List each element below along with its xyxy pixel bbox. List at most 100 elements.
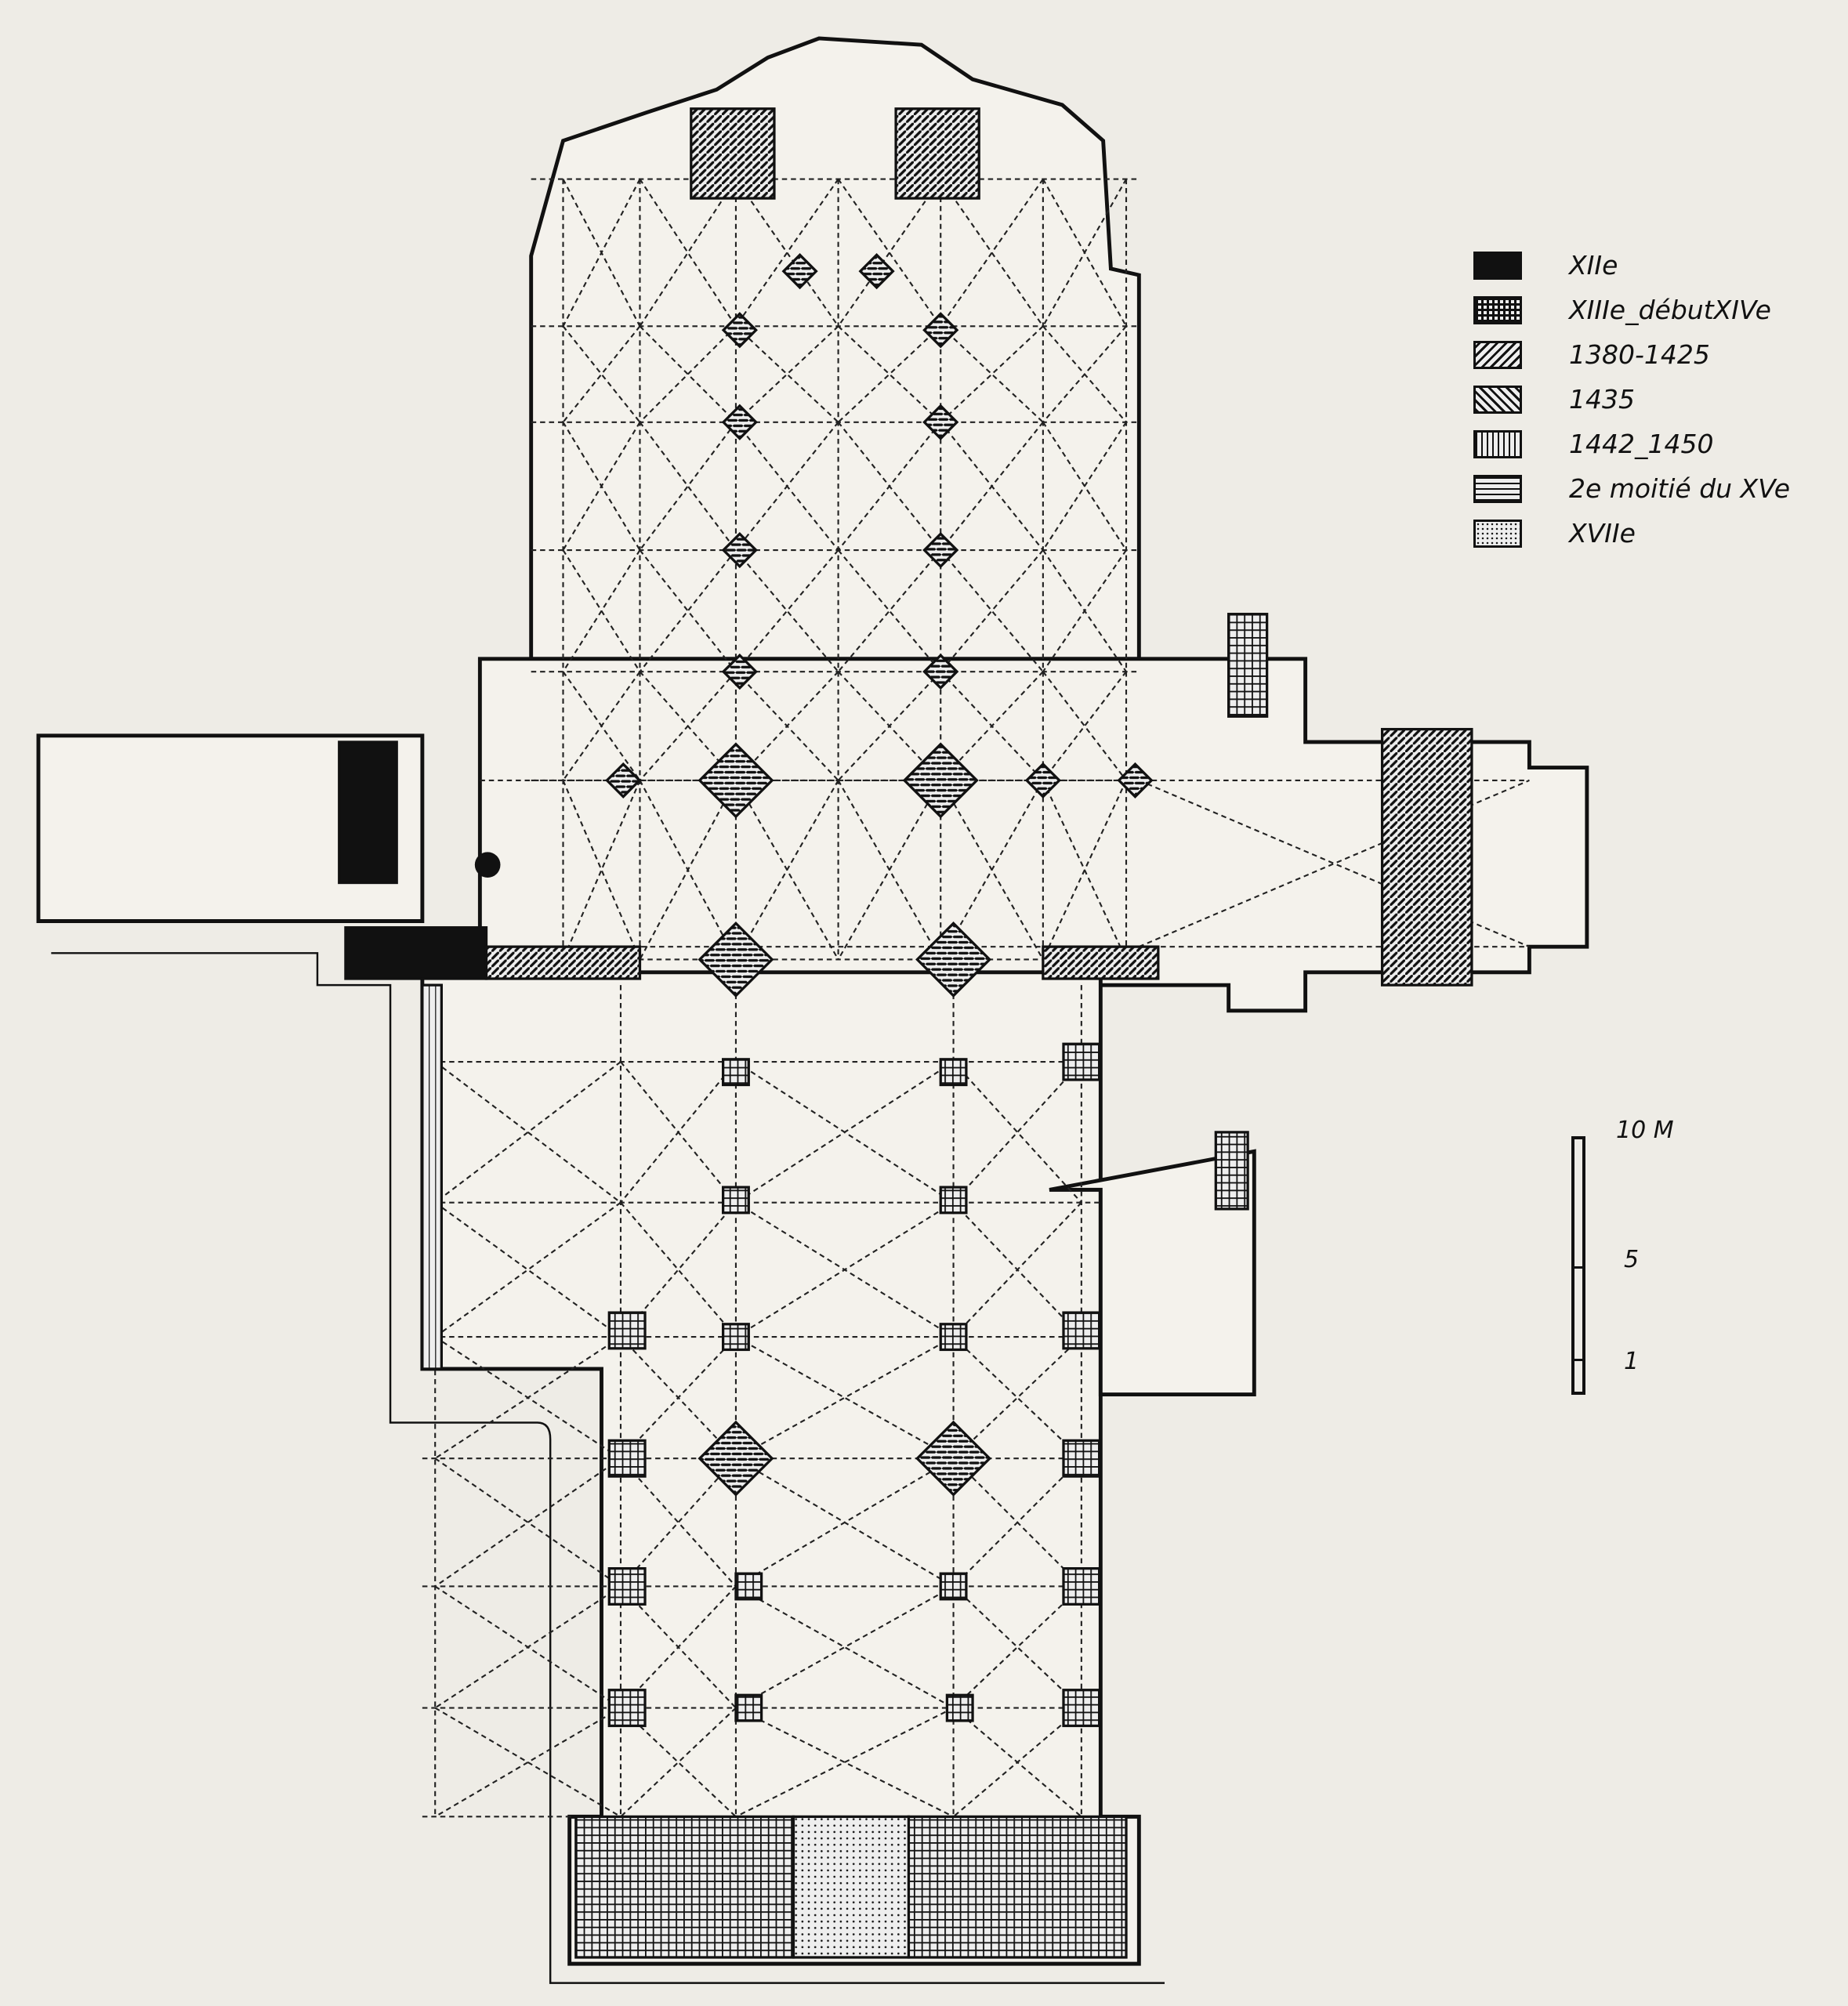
rib-line [837, 422, 942, 551]
pier [607, 1567, 647, 1606]
piers [474, 253, 1154, 1728]
apse-chapel-1 [690, 107, 776, 200]
scale-tick-1 [1574, 1359, 1582, 1361]
rib-line [952, 1201, 1082, 1338]
rib-line [434, 1061, 621, 1204]
west-portal-dotted [792, 1815, 911, 1959]
rib-line [735, 1336, 955, 1460]
nave [420, 970, 1141, 1966]
legend-swatch-horizontal [1473, 474, 1522, 503]
rib-line [735, 325, 839, 423]
rib-line [1042, 780, 1127, 960]
north-porch-tower-xii [338, 740, 398, 885]
rib-line [1042, 325, 1127, 423]
rib-line [735, 780, 839, 961]
rib-line [639, 671, 737, 781]
legend-swatch-solid [1473, 251, 1522, 280]
legend-swatch-vertical [1473, 429, 1522, 458]
rib-line [940, 671, 1044, 781]
rib-line [1042, 671, 1127, 781]
rib-line [735, 422, 839, 551]
pier [607, 1311, 647, 1350]
rib-line [735, 1336, 955, 1460]
scale-label-10m: 10 M [1616, 1117, 1674, 1144]
pier [922, 404, 959, 440]
rib-line [735, 178, 839, 327]
choir-apse [529, 36, 1141, 661]
south-chapel-grid [1214, 1131, 1249, 1211]
rib-line [940, 325, 1044, 423]
legend-label: 1380-1425 [1569, 339, 1710, 370]
rib-line [952, 1585, 1082, 1709]
rib-line [620, 1336, 737, 1459]
rib-line [735, 1457, 955, 1588]
pier [721, 654, 758, 690]
rib-line [837, 325, 941, 423]
legend-item: 1380-1425 [1473, 332, 1790, 377]
pier [721, 404, 758, 440]
scale-bar [1571, 1136, 1585, 1395]
rib-line [639, 178, 737, 327]
pier [915, 922, 992, 998]
west-facade-grid-2 [907, 1815, 1128, 1959]
rib-line [952, 1585, 1082, 1709]
rib-line [562, 179, 641, 327]
pier [939, 1323, 968, 1352]
pier [721, 1058, 750, 1087]
rib-line [562, 780, 641, 960]
west-facade-grid [574, 1815, 795, 1959]
rib-line [434, 1457, 621, 1588]
rib-line [940, 178, 1044, 327]
pier [734, 1572, 763, 1601]
rib-line [952, 1061, 1082, 1204]
pier [922, 654, 959, 690]
pier [698, 742, 774, 819]
hatched-masses [338, 107, 1473, 1959]
legend-label: XIIe [1569, 250, 1618, 281]
pier [945, 1693, 974, 1722]
rib-line [837, 780, 942, 961]
pier [922, 531, 959, 569]
transept-crossing-hatch-1 [484, 945, 642, 980]
enclosure-line [51, 952, 1165, 1984]
rib-line [434, 1201, 621, 1338]
scale-label-1: 1 [1624, 1348, 1640, 1375]
rib-line [562, 325, 641, 423]
north-porch-base-xii [344, 926, 488, 980]
legend-item: 1442_1450 [1473, 422, 1790, 466]
rib-line [940, 325, 1044, 423]
pier [1062, 1311, 1101, 1350]
pier [1117, 762, 1154, 799]
pier [698, 1420, 774, 1497]
pier [607, 1439, 647, 1478]
wall-outline [36, 36, 1589, 1984]
pier [605, 762, 642, 799]
rib-line [620, 1061, 737, 1204]
rib-line [562, 671, 641, 781]
legend-swatch-diag-right [1473, 340, 1522, 369]
rib-line [735, 325, 839, 423]
scale-tick-5 [1574, 1266, 1582, 1269]
rib-line [952, 1336, 1082, 1459]
pier [781, 253, 818, 290]
pier [721, 531, 758, 569]
legend-swatch-grid [1473, 295, 1522, 324]
vault-ribs [422, 178, 1530, 1818]
legend-item: XIIIe_débutXIVe [1473, 288, 1790, 332]
pier [721, 1186, 750, 1215]
rib-line [735, 1707, 955, 1818]
east-chapel-cross [1380, 727, 1473, 987]
rib-line [735, 1585, 955, 1709]
rib-line [735, 1061, 955, 1204]
rib-line [952, 1457, 1082, 1588]
rib-line [952, 1707, 1082, 1818]
rib-line [639, 549, 737, 672]
rib-line [639, 780, 737, 960]
rib-line [562, 780, 641, 960]
pier [858, 253, 895, 290]
pier [915, 1420, 992, 1497]
pier [607, 1689, 647, 1728]
rib-line [434, 1201, 621, 1338]
rib-line [735, 671, 839, 781]
